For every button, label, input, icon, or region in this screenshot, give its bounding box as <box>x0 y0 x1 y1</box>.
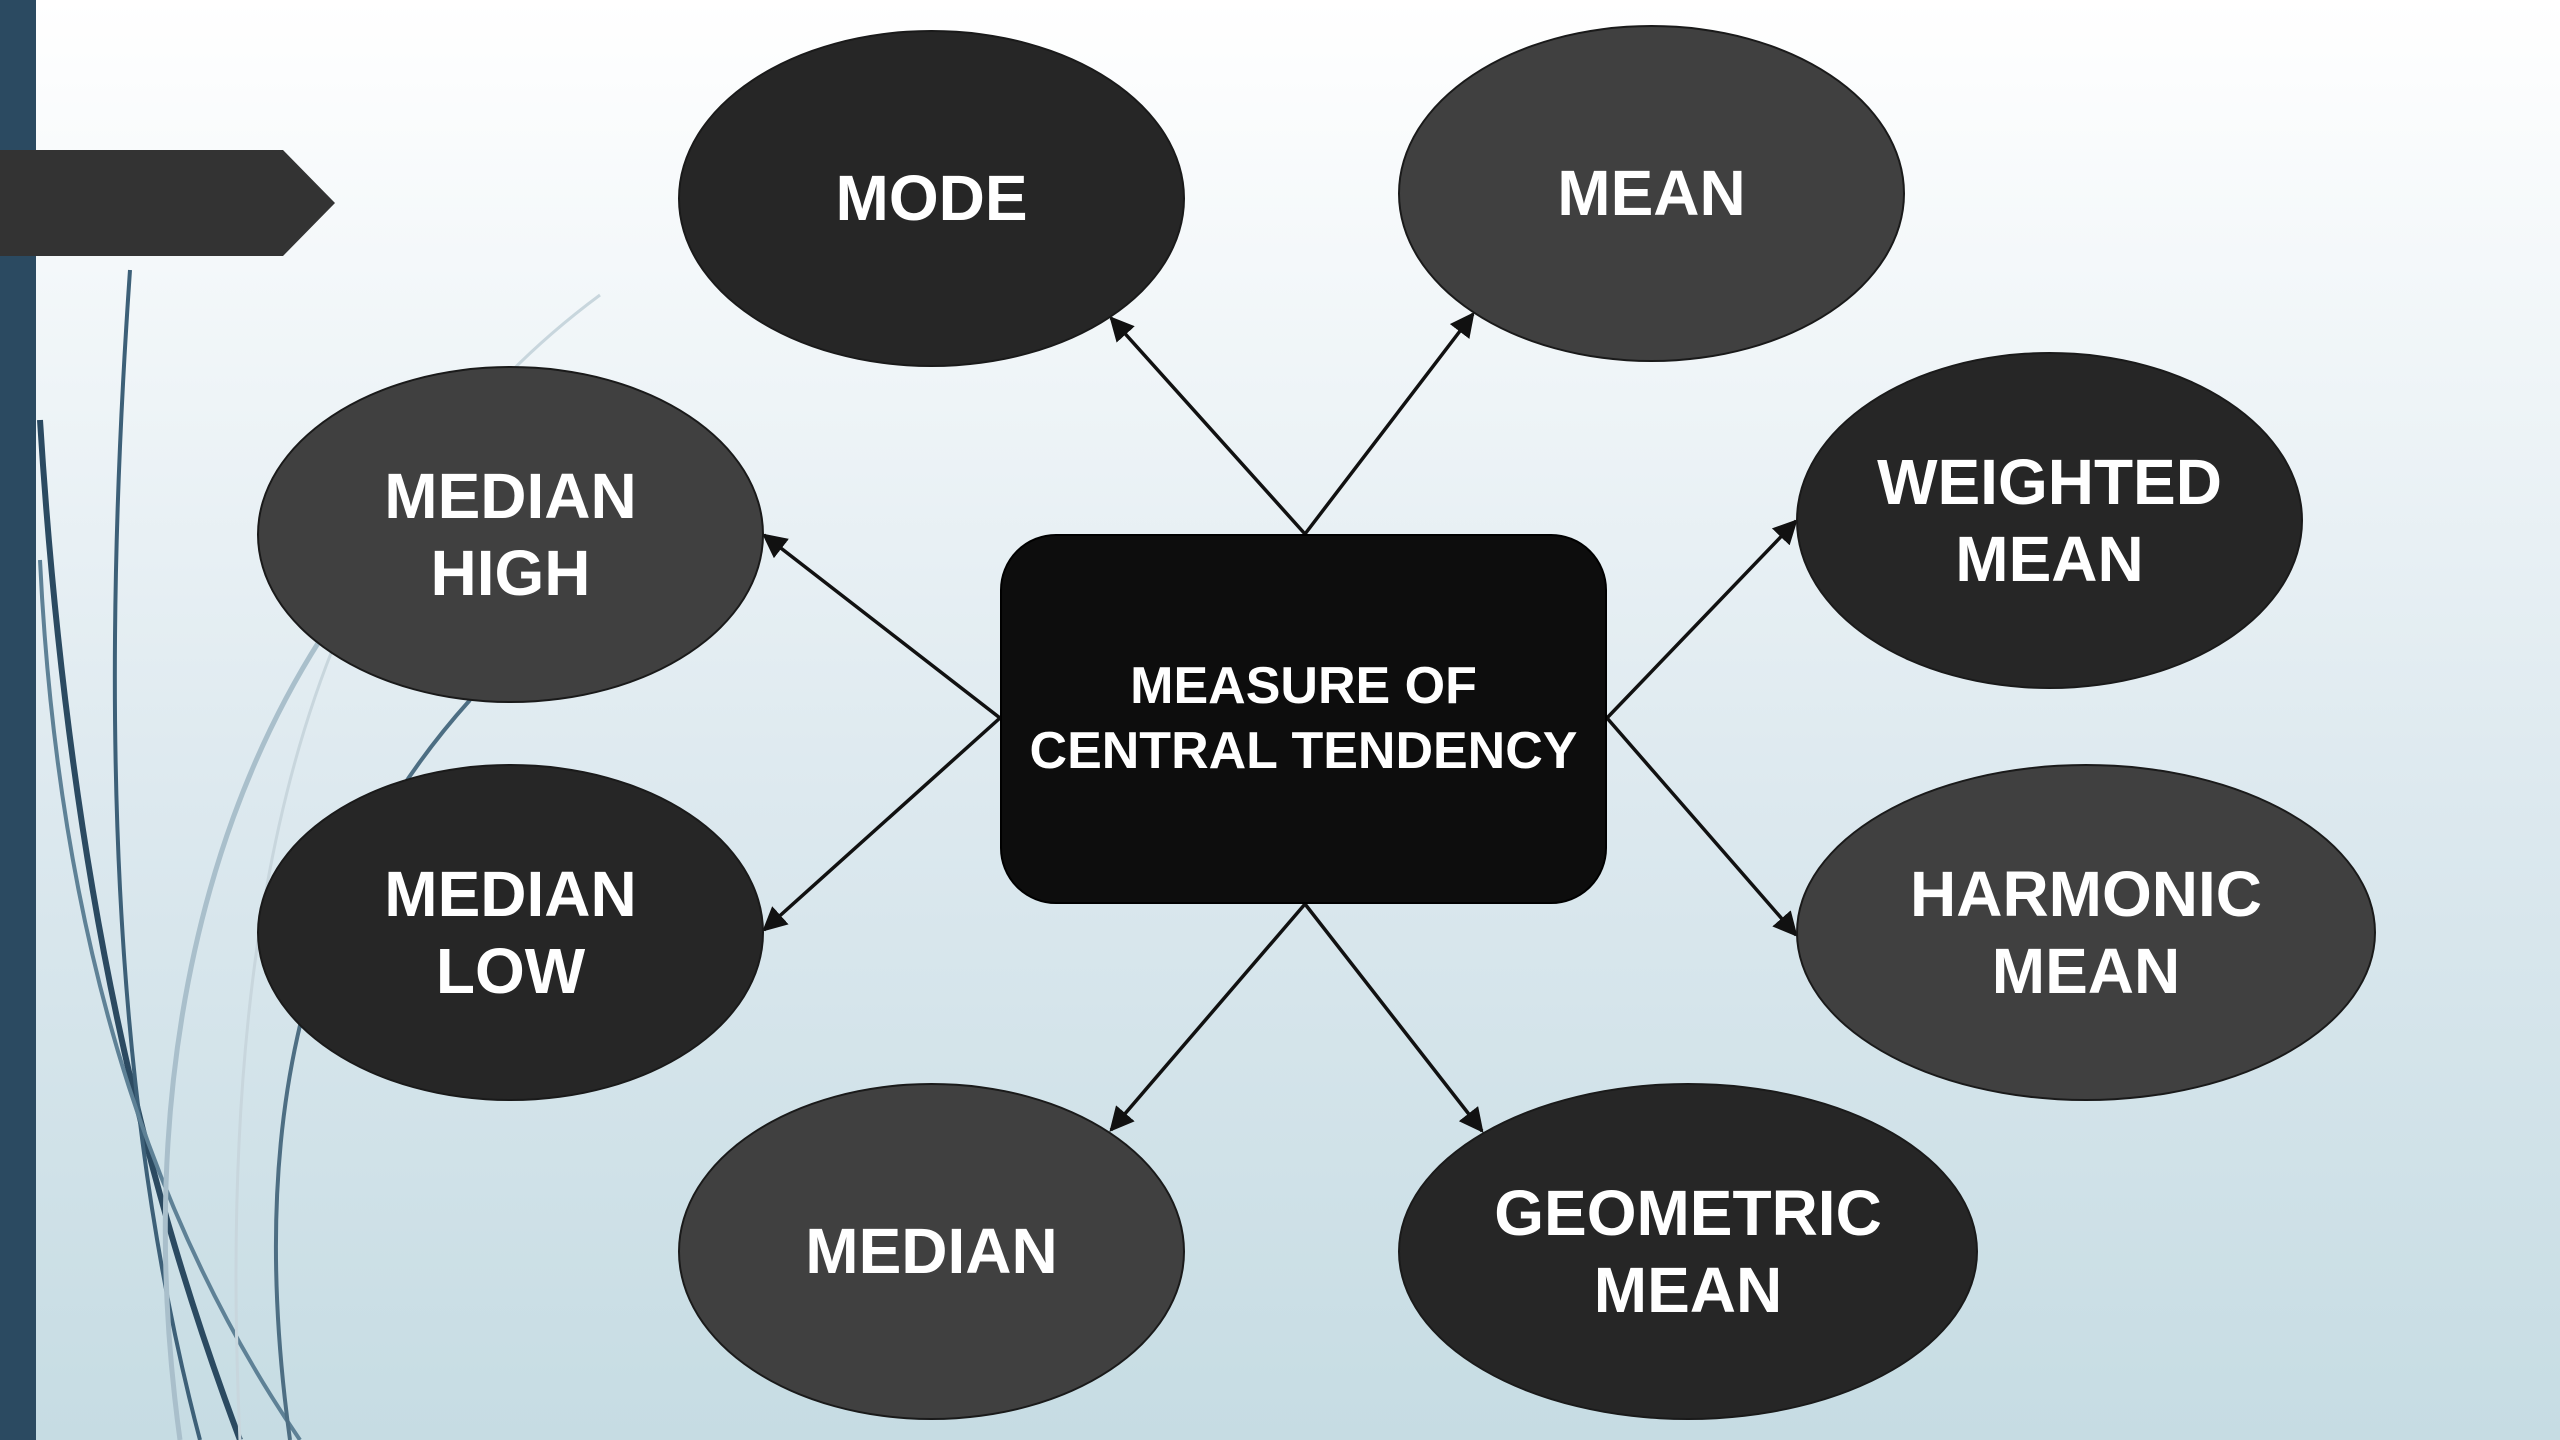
title-banner-shape <box>0 150 335 256</box>
node-weighted-mean: WEIGHTED MEAN <box>1796 352 2303 689</box>
arrow-to-weighted-mean <box>1605 519 1798 720</box>
arrow-to-harmonic-mean <box>1605 716 1798 937</box>
node-median-low-line1: MEDIAN <box>384 857 637 930</box>
node-median-high: MEDIAN HIGH <box>257 366 764 703</box>
node-harmonic-mean: HARMONIC MEAN <box>1796 764 2376 1101</box>
arrow-to-mean <box>1303 312 1475 536</box>
node-geometric-mean-line1: GEOMETRIC <box>1494 1176 1882 1249</box>
arrow-to-mode <box>1109 316 1307 536</box>
node-weighted-mean-line2: MEAN <box>1955 522 2144 595</box>
arrow-to-median <box>1109 902 1307 1132</box>
node-median: MEDIAN <box>678 1083 1185 1420</box>
node-mode-label: MODE <box>835 162 1028 235</box>
node-weighted-mean-line1: WEIGHTED <box>1877 445 2222 518</box>
node-mean-label: MEAN <box>1557 157 1746 230</box>
node-harmonic-mean-line2: MEAN <box>1991 934 2181 1007</box>
node-median-label: MEDIAN <box>805 1215 1058 1288</box>
node-geometric-mean: GEOMETRIC MEAN <box>1398 1083 1978 1420</box>
central-node-measure-of-central-tendency: MEASURE OF CENTRAL TENDENCY <box>1000 534 1607 904</box>
node-median-high-line2: HIGH <box>430 536 591 609</box>
node-mode: MODE <box>678 30 1185 367</box>
central-node-line1: MEASURE OF <box>1130 657 1477 715</box>
arrow-to-geometric-mean <box>1303 902 1484 1133</box>
arrow-to-median-low <box>762 716 1002 932</box>
node-mean: MEAN <box>1398 25 1905 362</box>
node-median-low: MEDIAN LOW <box>257 764 764 1101</box>
arrow-to-median-high <box>762 533 1002 720</box>
node-geometric-mean-line2: MEAN <box>1593 1253 1783 1326</box>
node-median-low-line2: LOW <box>435 934 586 1007</box>
node-median-high-line1: MEDIAN <box>384 459 637 532</box>
node-harmonic-mean-line1: HARMONIC <box>1910 857 2262 930</box>
central-node-line2: CENTRAL TENDENCY <box>1029 722 1578 780</box>
